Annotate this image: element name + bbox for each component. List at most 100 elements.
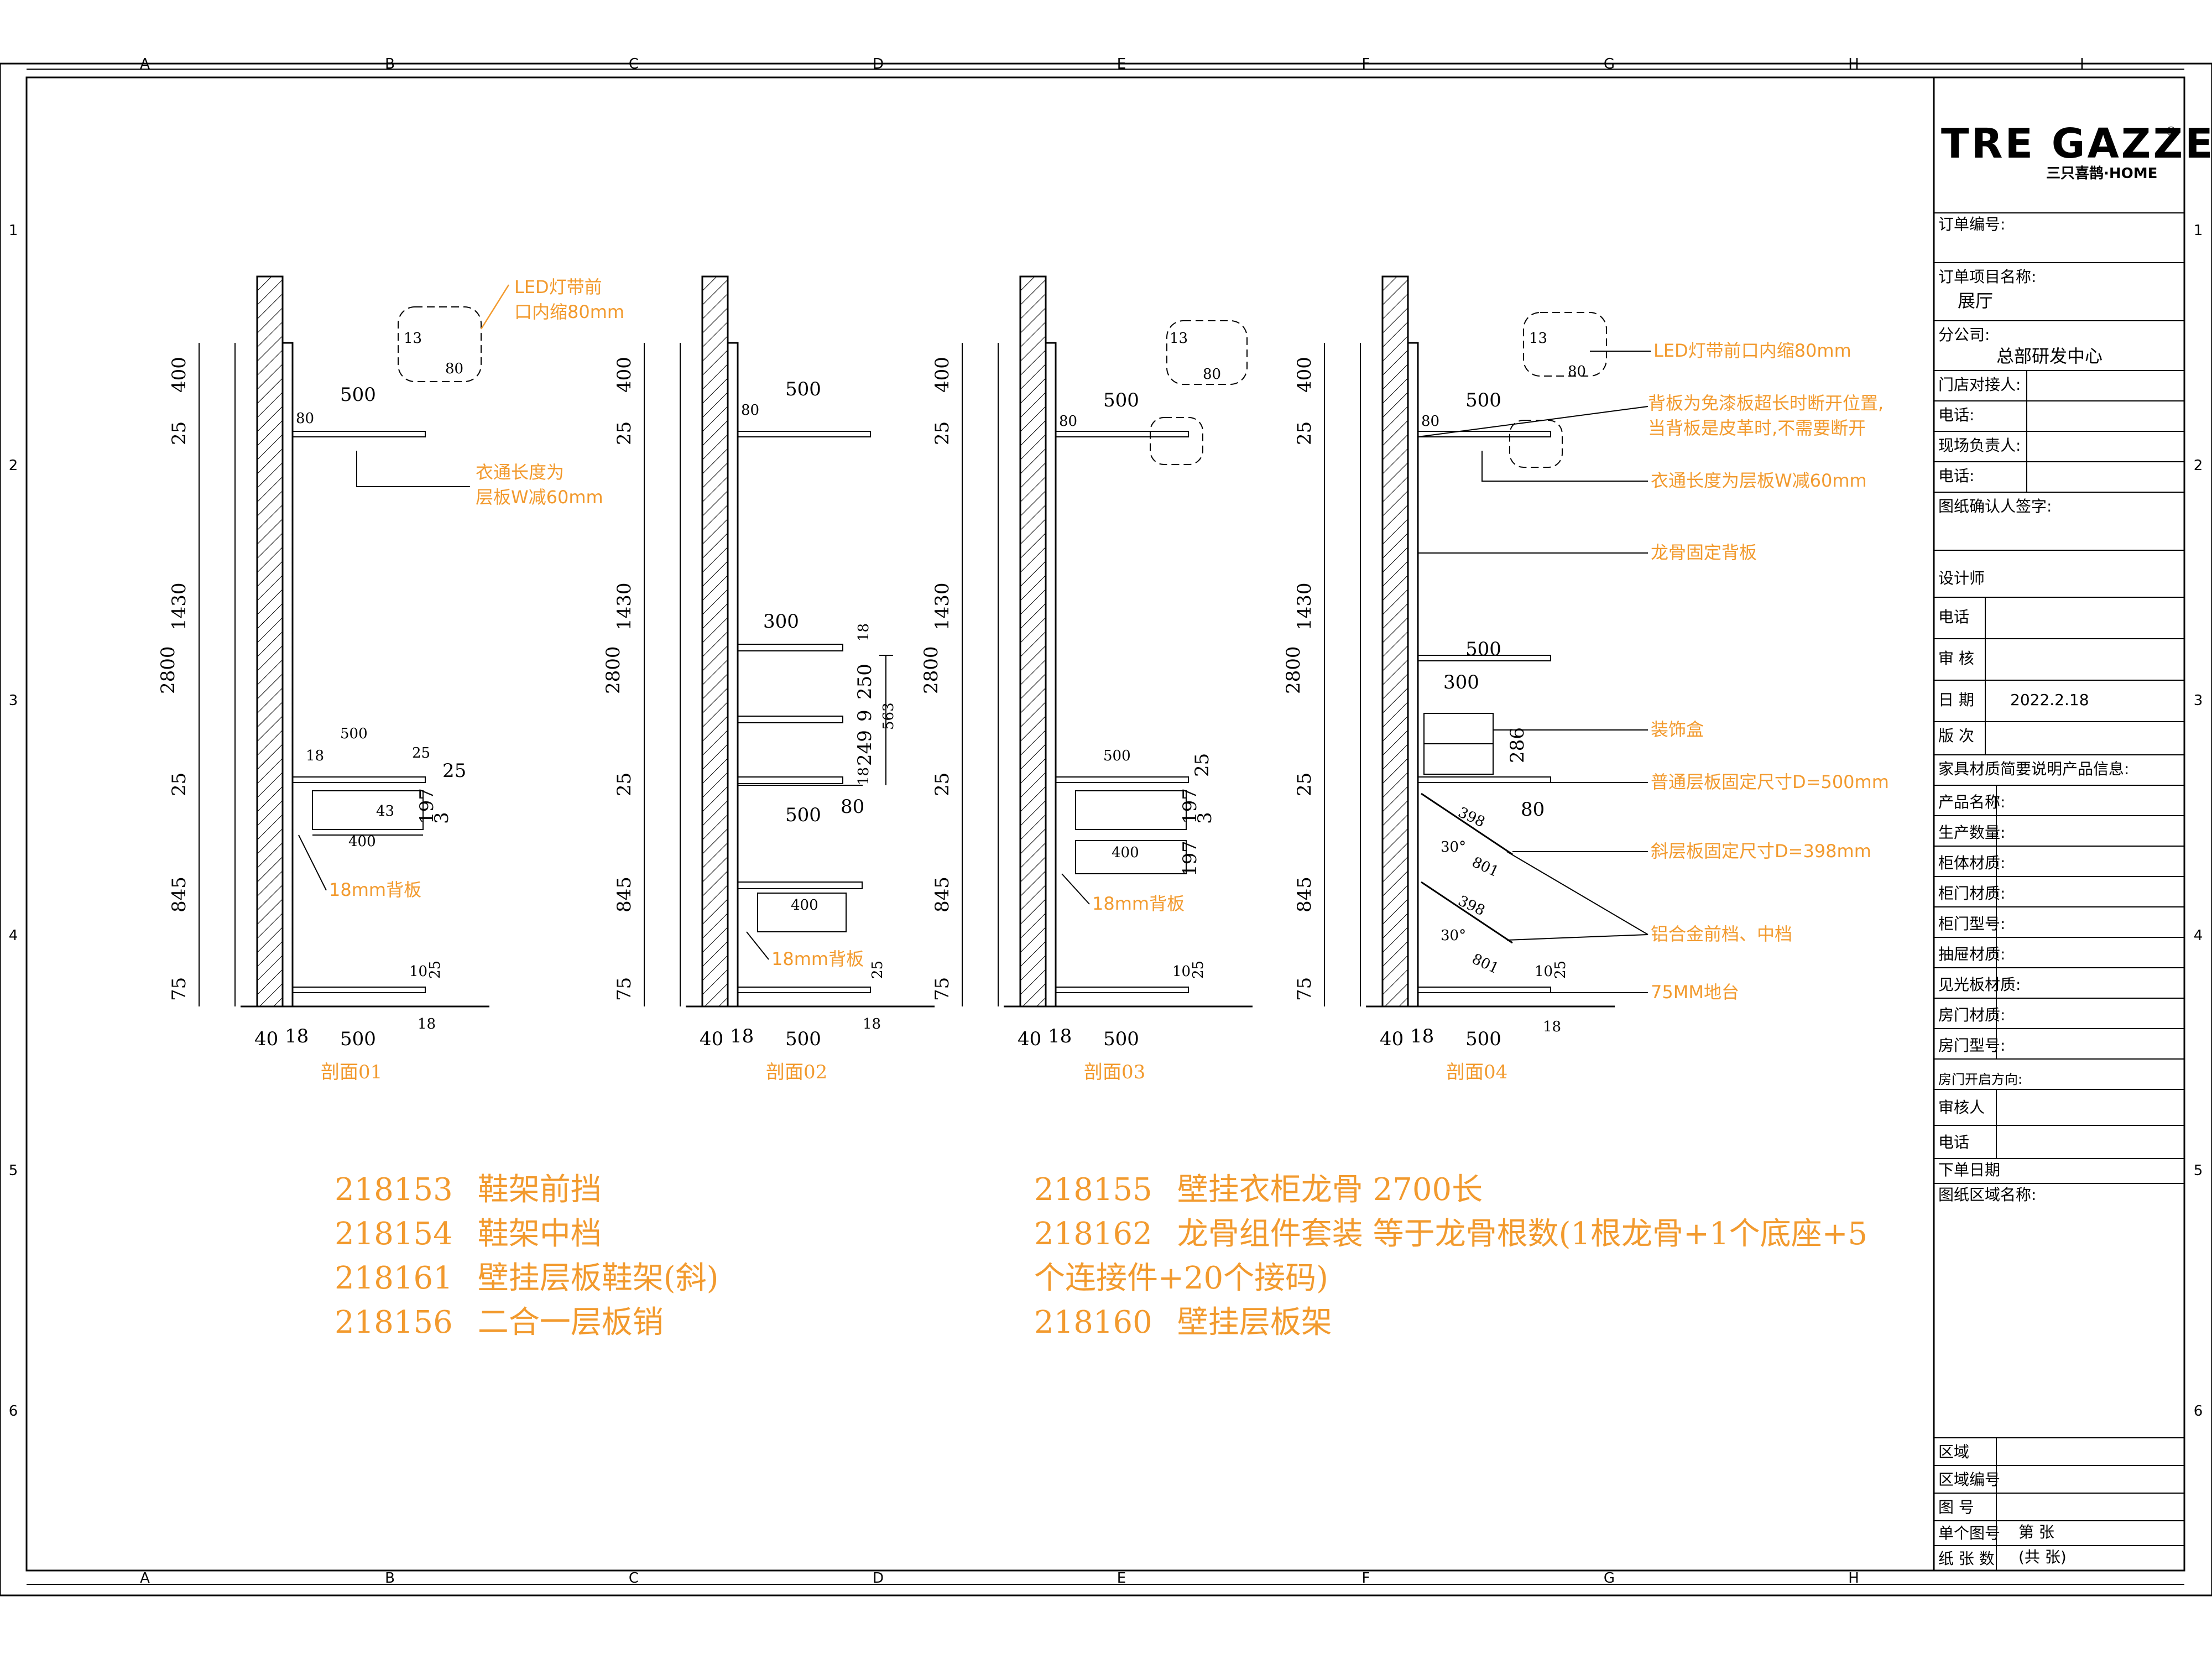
grid-row-3: 3	[9, 692, 18, 709]
info-header: 家具材质简要说明产品信息:	[1938, 760, 2129, 778]
s4-dim-10: 10	[1535, 963, 1553, 980]
s2-dim-18-base: 18	[863, 1016, 881, 1032]
branch-value: 总部研发中心	[1996, 346, 2103, 367]
dim-25: 25	[168, 421, 190, 445]
grid-col-g-bottom: G	[1604, 1570, 1615, 1587]
sheet-index: 第 张	[2018, 1523, 2054, 1541]
s4-dim-300: 300	[1443, 671, 1479, 693]
grid-row-1-right: 1	[2194, 222, 2203, 239]
s3-dim-3-a: 3	[1194, 812, 1216, 824]
note-rail-b: 层板W减60mm	[476, 487, 603, 508]
section-01-label: 剖面01	[321, 1061, 382, 1083]
s3-dim-10: 10	[1172, 963, 1191, 980]
s4-angle-30-b: 30°	[1441, 927, 1466, 944]
dim-1430: 1430	[168, 582, 190, 630]
s2-dim-25: 25	[613, 421, 635, 445]
s2-dim-400-shoe: 400	[791, 897, 818, 914]
dim-400-shoe: 400	[348, 833, 376, 850]
room-door-dir-label: 房门开启方向:	[1938, 1072, 2022, 1087]
drawing-no-label: 图 号	[1938, 1498, 1974, 1516]
s3-dim-845: 845	[931, 877, 953, 912]
s4-angle-30-a: 30°	[1441, 839, 1466, 855]
s2-dim-80-b: 80	[841, 796, 864, 818]
s3-dim-400: 400	[931, 357, 953, 393]
dim-10: 10	[409, 963, 427, 980]
grid-col-h: H	[1848, 56, 1859, 72]
s3-dim-197-b: 197	[1179, 841, 1201, 877]
reviewer-label: 审核人	[1938, 1098, 1985, 1117]
dim-500: 500	[340, 1028, 376, 1050]
phone-label-3: 电话	[1938, 608, 1969, 626]
section-02-label: 剖面02	[766, 1061, 827, 1083]
s2-dim-25-base: 25	[869, 961, 886, 979]
project-label: 订单项目名称:	[1938, 268, 2036, 286]
grid-row-6: 6	[9, 1403, 18, 1420]
dim-25-shoe-b: 25	[442, 760, 466, 782]
section-04-label: 剖面04	[1446, 1061, 1507, 1083]
project-value: 展厅	[1958, 290, 1993, 311]
dim-197: 197	[416, 788, 438, 824]
single-no-label: 单个图号	[1938, 1524, 2000, 1542]
grid-col-a-bottom: A	[140, 1570, 150, 1587]
s2-dim-500-top: 500	[785, 378, 821, 400]
designer-label: 设计师	[1938, 569, 1985, 587]
s4-note-rail: 衣通长度为层板W减60mm	[1651, 470, 1867, 491]
s2-dim-1430: 1430	[613, 582, 635, 630]
s2-dim-75: 75	[613, 977, 635, 1001]
phone-label-1: 电话:	[1938, 406, 1974, 424]
s3-note-back-18: 18mm背板	[1092, 893, 1185, 914]
site-manager-label: 现场负责人:	[1938, 436, 2021, 455]
grid-row-2-right: 2	[2194, 457, 2203, 474]
phone-label-2: 电话:	[1938, 467, 1974, 485]
s3-dim-75: 75	[931, 977, 953, 1001]
s4-note-keel: 龙骨固定背板	[1651, 542, 1757, 563]
grid-col-f-bottom: F	[1362, 1570, 1370, 1587]
branch-label: 分公司:	[1938, 326, 1990, 344]
version-label: 版 次	[1938, 727, 1974, 745]
grid-col-c-bottom: C	[629, 1570, 639, 1587]
dim-total-height: 2800	[157, 646, 179, 694]
grid-col-d-bottom: D	[873, 1570, 884, 1587]
s4-dim-40: 40	[1380, 1028, 1404, 1050]
grid-row-4-right: 4	[2194, 927, 2203, 944]
s2-dim-249: 249	[854, 730, 876, 766]
brand-mark: ®	[2165, 125, 2177, 139]
order-no-label: 订单编号:	[1938, 215, 2005, 233]
grid-col-i: I	[2080, 56, 2084, 72]
s4-dim-801-a: 801	[1469, 854, 1501, 880]
s2-dim-250: 250	[854, 664, 876, 700]
s2-dim-500-mid: 500	[785, 804, 821, 826]
dim-400: 400	[168, 357, 190, 393]
grid-col-a: A	[140, 56, 150, 72]
s4-dim-500-top: 500	[1465, 389, 1501, 411]
s4-note-slant-shelf: 斜层板固定尺寸D=398mm	[1651, 841, 1871, 862]
s4-dim-400: 400	[1293, 357, 1316, 393]
s4-dim-13: 13	[1529, 330, 1547, 347]
product-name-label: 产品名称:	[1938, 793, 2005, 811]
order-date-label: 下单日期	[1938, 1161, 2000, 1179]
s4-dim-845: 845	[1293, 877, 1316, 912]
title-block: TRE GAZZE ® 三只喜鹊·HOME	[1933, 76, 2212, 1572]
s3-dim-80: 80	[1059, 413, 1077, 430]
dim-500-top: 500	[340, 384, 376, 406]
phone-label-4: 电话	[1938, 1133, 1969, 1151]
dim-13: 13	[404, 330, 422, 347]
grid-row-5: 5	[9, 1162, 18, 1179]
s4-note-back-b: 当背板是皮革时,不需要断开	[1648, 418, 1866, 439]
note-led-a: LED灯带前	[514, 276, 602, 298]
sheet-total: (共 张)	[2018, 1548, 2067, 1566]
s4-dim-75: 75	[1293, 977, 1316, 1001]
body-material-label: 柜体材质:	[1938, 854, 2005, 872]
review-label: 审 核	[1938, 649, 1974, 667]
dim-75: 75	[168, 977, 190, 1001]
grid-col-b-bottom: B	[385, 1570, 395, 1587]
grid-col-f: F	[1362, 56, 1370, 72]
area-name-label: 图纸区域名称:	[1938, 1186, 2036, 1204]
grid-row-6-right: 6	[2194, 1403, 2203, 1420]
dim-25-base: 25	[427, 961, 444, 979]
note-rail-a: 衣通长度为	[476, 462, 564, 483]
dim-18-base: 18	[418, 1016, 436, 1032]
grid-col-d: D	[873, 56, 884, 72]
